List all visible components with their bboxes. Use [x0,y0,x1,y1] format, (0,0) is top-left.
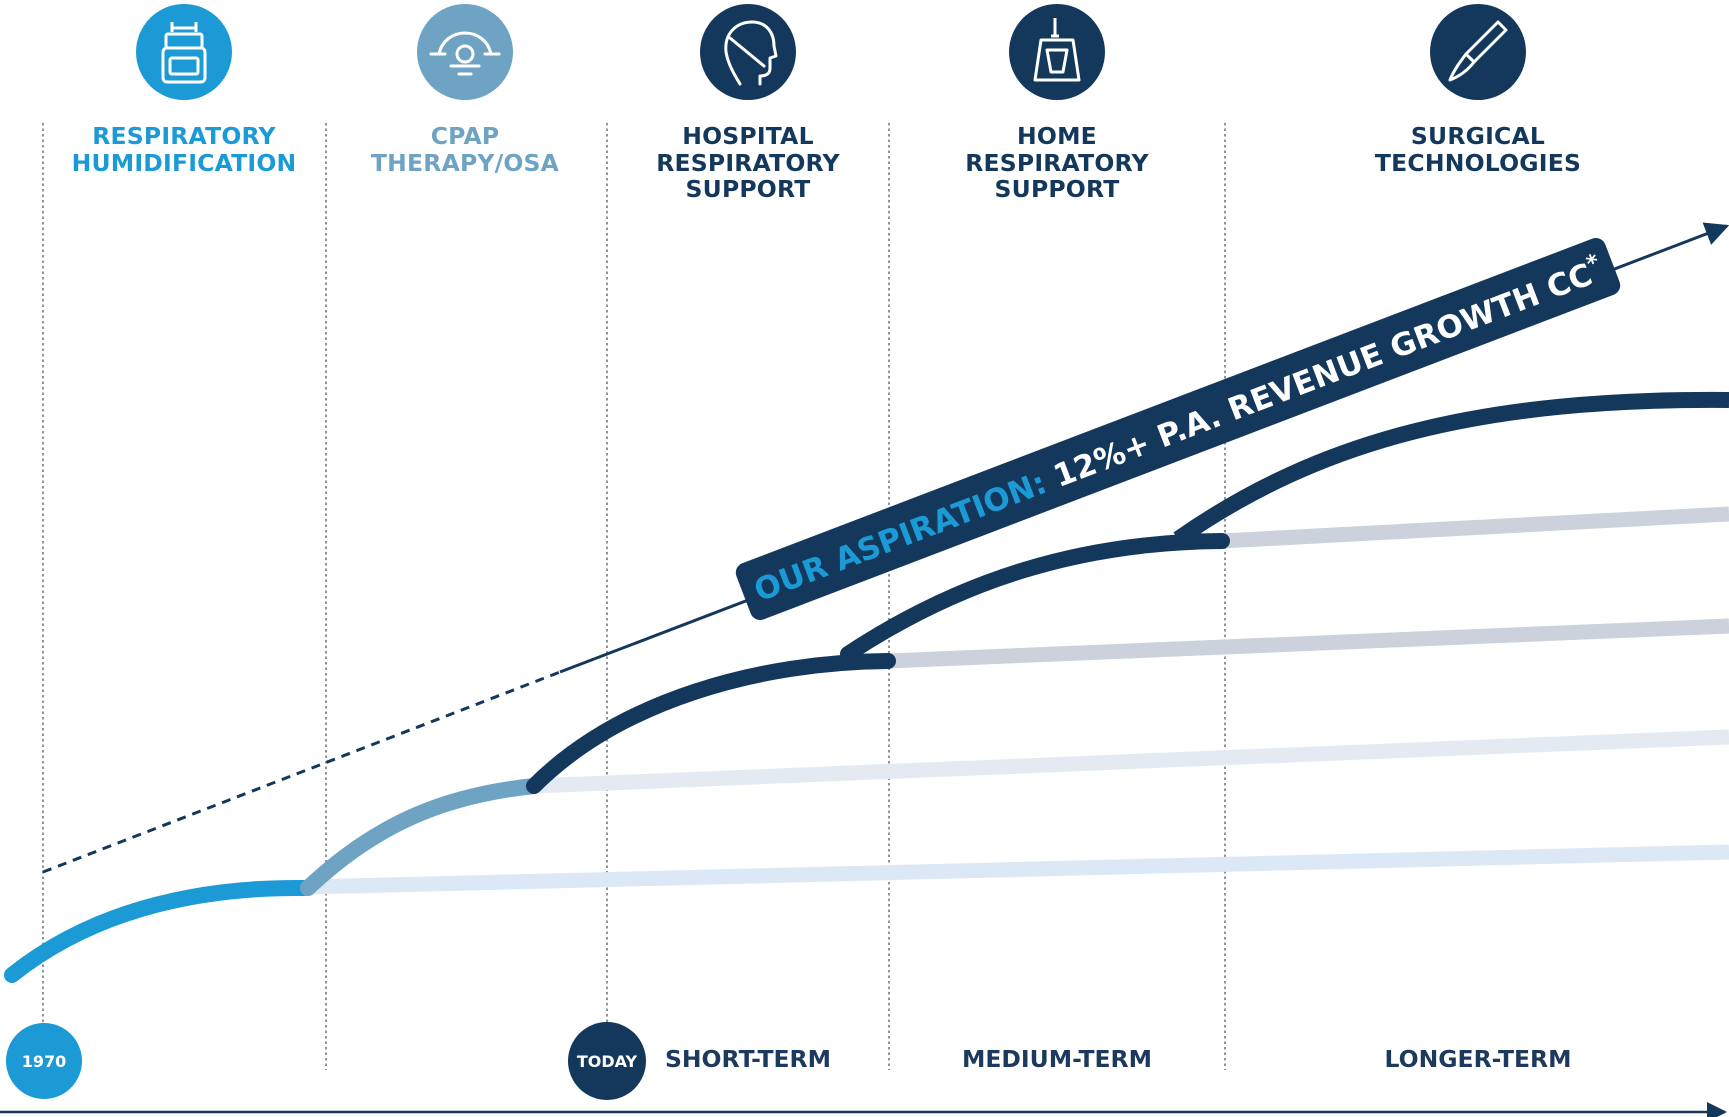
category-title-home-respiratory: HOME RESPIRATORY SUPPORT [965,122,1149,203]
cpap-continuation [533,729,1729,794]
category-title-cpap-therapy: CPAP THERAPY/OSA [370,122,560,177]
surgical-curve [1173,391,1729,546]
today-badge: TODAY [568,1022,646,1100]
home-continuation [1221,506,1729,549]
home-device-icon [1009,4,1105,100]
category-title-hospital-respiratory: HOSPITAL RESPIRATORY SUPPORT [656,122,840,203]
patient-head-icon [700,4,796,100]
humidifier-icon [136,4,232,100]
scalpel-icon [1430,4,1526,100]
aspiration-banner: OUR ASPIRATION: 12%+ P.A. REVENUE GROWTH… [735,238,1621,620]
home-curve [840,533,1230,662]
term-label-medium: MEDIUM-TERM [961,1045,1153,1073]
term-label-short: SHORT-TERM [664,1045,832,1073]
humidification-curve [4,879,313,983]
growth-curves [4,391,1729,983]
term-label-longer: LONGER-TERM [1384,1045,1572,1073]
humidification-continuation [304,844,1729,895]
hospital-curve [526,653,896,794]
aspiration-banner-box [735,238,1621,620]
aspiration-text: OUR ASPIRATION: 12%+ P.A. REVENUE GROWTH… [748,250,1608,610]
cpap-curve [300,778,542,896]
category-title-respiratory-humidification: RESPIRATORY HUMIDIFICATION [71,122,297,177]
section-dividers [42,123,1226,1070]
start-year-badge: 1970 [6,1023,82,1099]
cpap-mask-icon [417,4,513,100]
hospital-continuation [887,618,1729,669]
historical-trend-dashed [42,670,561,874]
aspiration-prefix: OUR ASPIRATION: [749,465,1051,609]
continuation-lines [304,506,1729,895]
category-title-surgical-technologies: SURGICAL TECHNOLOGIES [1374,122,1582,177]
